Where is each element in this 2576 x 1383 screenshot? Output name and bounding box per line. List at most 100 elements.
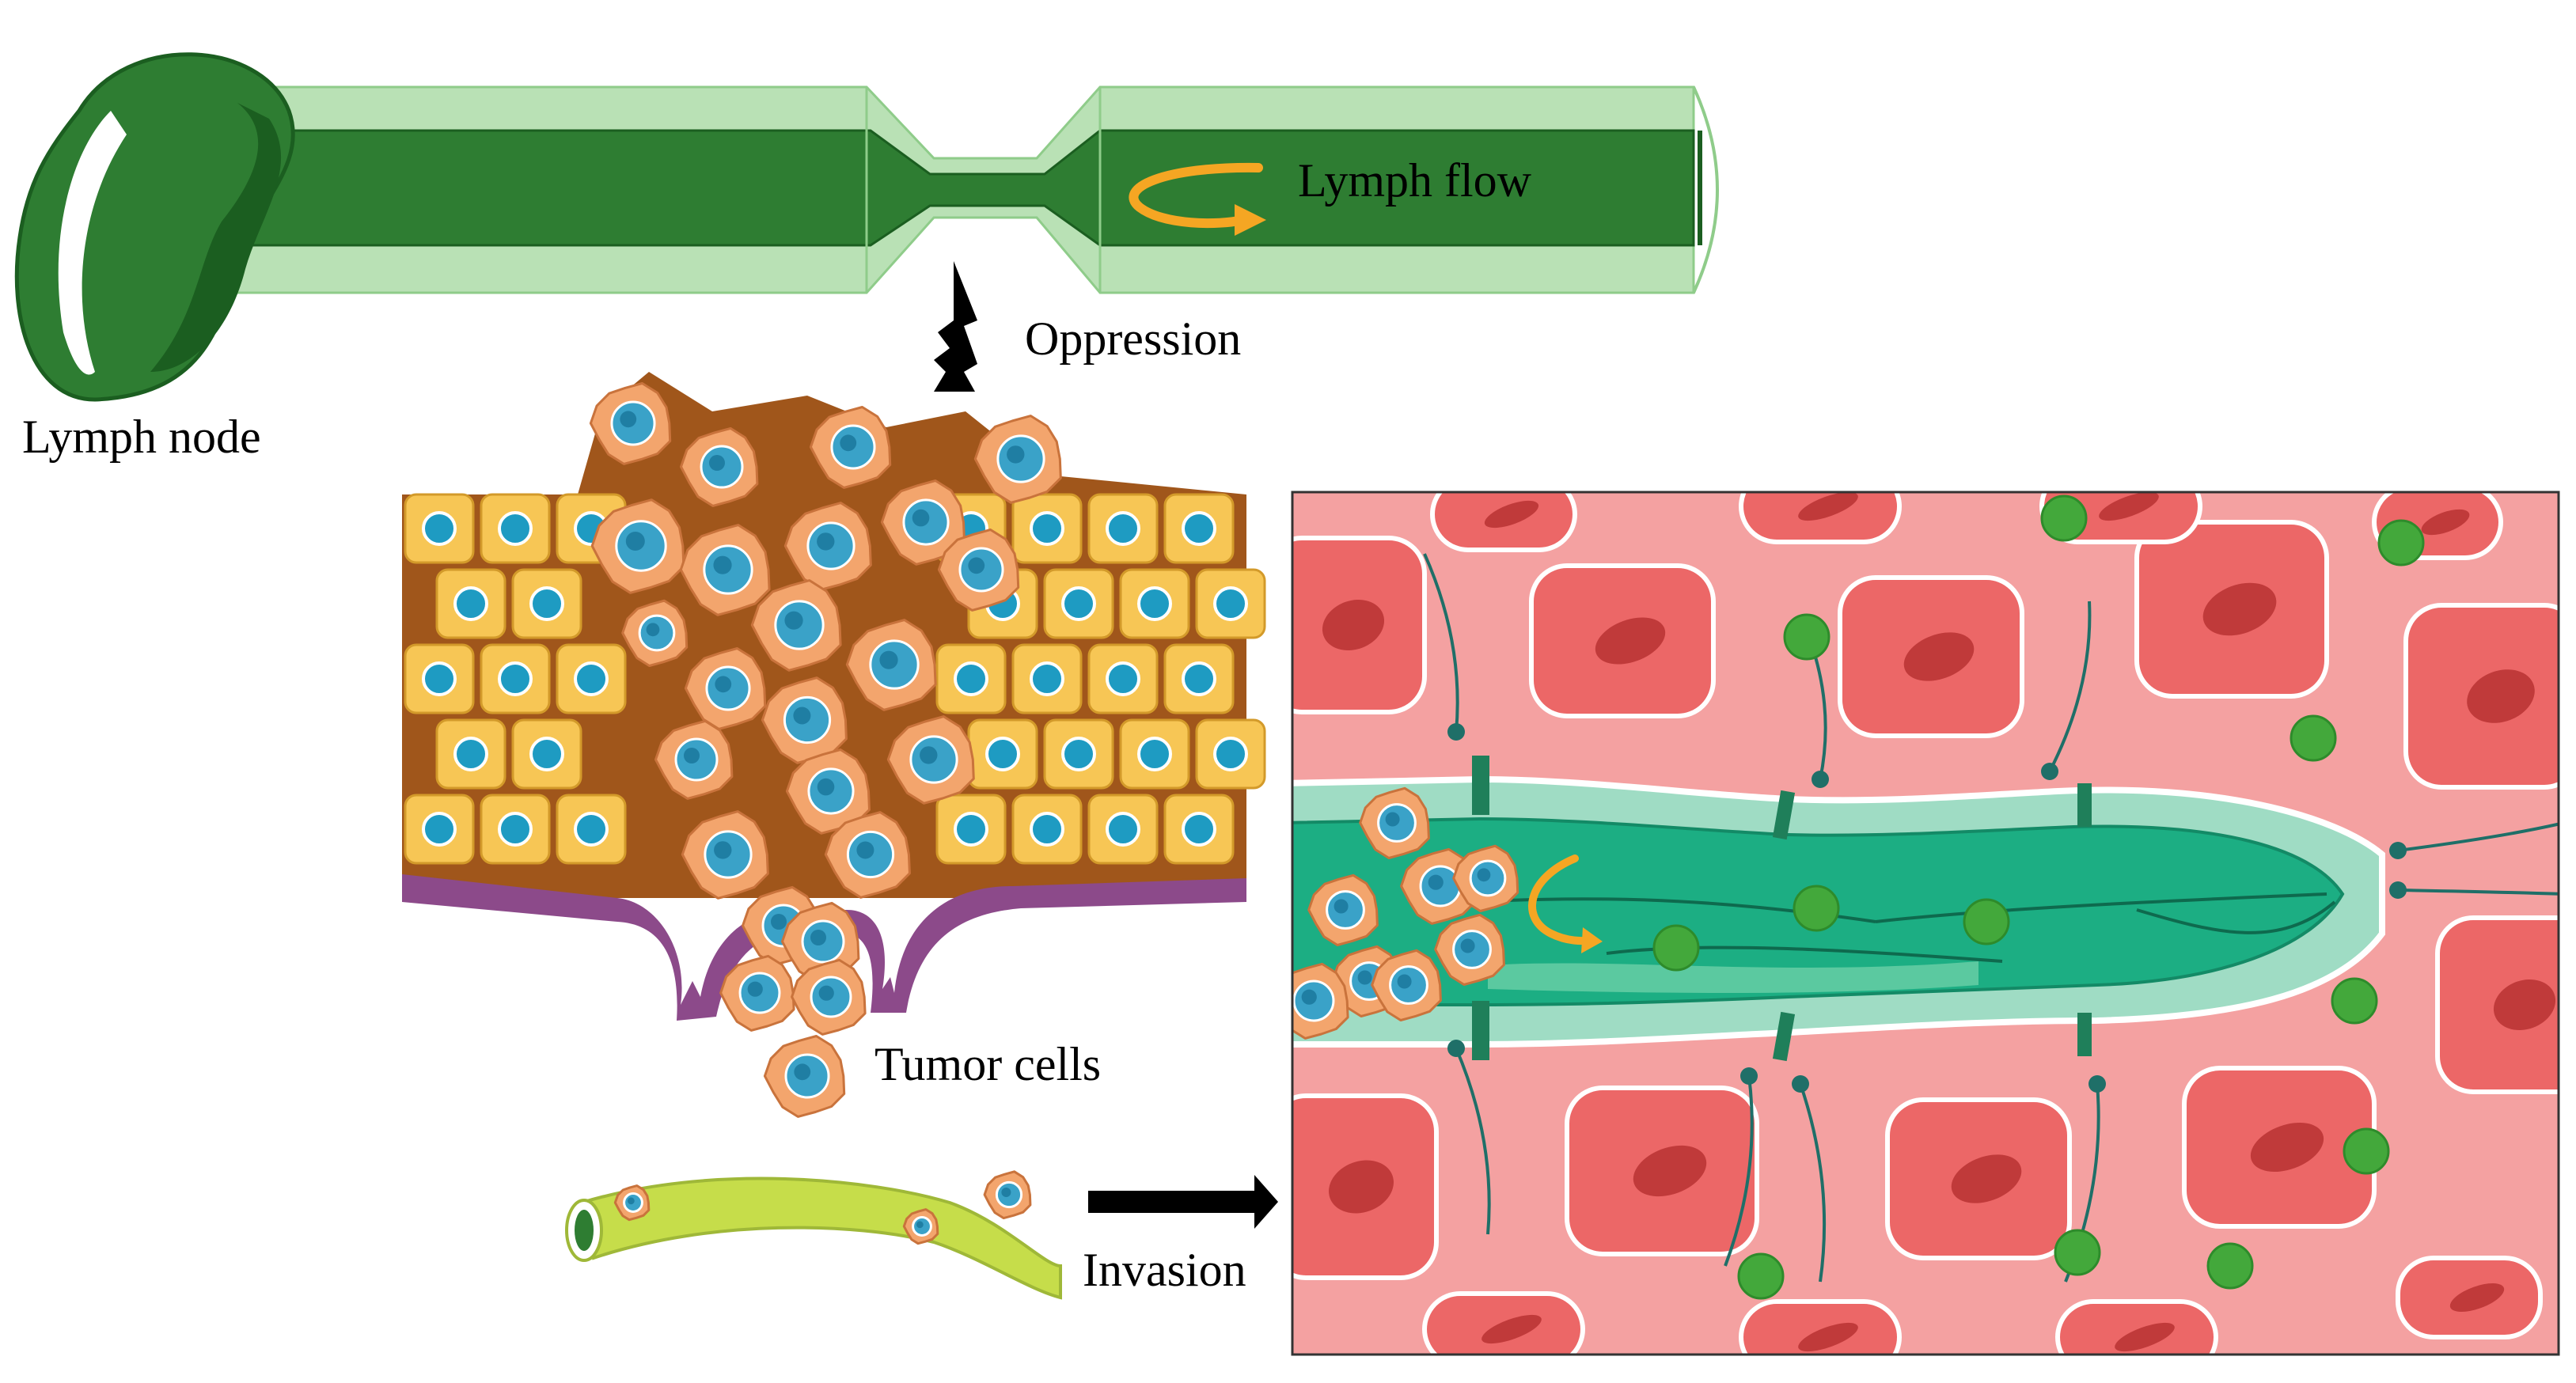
tumor-cell xyxy=(880,479,966,566)
tissue-cell xyxy=(2182,1066,2377,1229)
tissue-cell xyxy=(2403,603,2559,790)
tumor-cell xyxy=(613,1184,651,1222)
tumor-cell xyxy=(937,529,1020,612)
tumor-cell xyxy=(590,498,685,594)
tumor-cell xyxy=(750,579,842,672)
tumor-cell xyxy=(791,958,867,1036)
basement-membrane xyxy=(402,874,1246,1021)
lymphocyte xyxy=(1652,924,1700,972)
lymph-node-icon xyxy=(14,52,295,402)
epithelial-cell xyxy=(1087,493,1159,564)
epithelial-cell xyxy=(511,568,582,639)
tissue-cell xyxy=(2055,1299,2218,1355)
anchoring-filament xyxy=(1423,553,1465,741)
tissue-cell xyxy=(1739,492,1902,544)
lymphocyte xyxy=(2343,1127,2390,1175)
lymphocyte xyxy=(1783,613,1831,661)
invasion-panel xyxy=(1291,491,2560,1356)
epithelial-cell xyxy=(1043,568,1114,639)
epithelial-cell xyxy=(1087,643,1159,714)
tumor-cell xyxy=(719,954,795,1032)
epithelium-block xyxy=(402,372,1266,1118)
epithelial-cell xyxy=(1163,794,1235,865)
tissue-cell xyxy=(1739,1299,1902,1355)
anchoring-filament xyxy=(2041,601,2092,780)
tumor-cell xyxy=(763,1035,846,1118)
inner-flow-arrow-icon xyxy=(1528,854,1603,953)
oppression-label: Oppression xyxy=(1025,313,1241,365)
lymphocyte xyxy=(2054,1229,2101,1276)
epithelial-cell xyxy=(1163,643,1235,714)
tissue-cell xyxy=(1292,1093,1439,1280)
tumor-cell xyxy=(679,524,771,616)
lymphocyte xyxy=(1793,885,1840,932)
epithelial-cell xyxy=(480,493,551,564)
tumor-cell xyxy=(681,810,769,900)
tumor-cell xyxy=(1307,873,1379,946)
epithelial-cell xyxy=(967,718,1038,790)
tumor-cell xyxy=(1292,962,1349,1040)
lymph-node-label: Lymph node xyxy=(22,411,261,463)
tissue-cell xyxy=(1529,563,1716,718)
tumor-cell xyxy=(886,715,975,805)
tumor-cells-label: Tumor cells xyxy=(874,1038,1101,1090)
epithelial-cell xyxy=(935,643,1007,714)
tumor-cell xyxy=(1359,786,1430,859)
tumor-cell xyxy=(684,647,767,730)
anchoring-filament xyxy=(2389,822,2559,859)
tumor-cell xyxy=(621,599,689,667)
epithelial-cell xyxy=(556,643,627,714)
epithelial-cell xyxy=(404,643,475,714)
tumor-cell xyxy=(785,748,871,835)
anchoring-filament xyxy=(1447,1040,1491,1235)
tumor-cell xyxy=(589,382,672,465)
epithelial-cell xyxy=(1011,643,1083,714)
lymphocyte xyxy=(2040,494,2088,542)
tumor-cell xyxy=(783,502,872,591)
vessel-end-cap xyxy=(1692,86,1719,294)
anchoring-filament xyxy=(2389,881,2559,899)
oppression-arrow-icon xyxy=(934,261,977,392)
tumor-cell xyxy=(1371,949,1442,1021)
lymphocyte xyxy=(2206,1242,2254,1290)
lymphocyte xyxy=(2331,977,2378,1025)
tissue-cell xyxy=(1838,575,2024,738)
epithelial-cell xyxy=(1119,718,1190,790)
epithelial-cell xyxy=(404,794,475,865)
tumor-cell xyxy=(809,406,892,489)
tissue-cell xyxy=(1292,536,1427,714)
anchoring-filament xyxy=(1724,1067,1758,1267)
tumor-cell xyxy=(1434,913,1505,986)
tumor-cell xyxy=(902,1208,939,1245)
epithelial-cell xyxy=(435,718,506,790)
tissue-cell xyxy=(2134,520,2329,699)
epithelial-cell xyxy=(480,643,551,714)
tumor-cell xyxy=(983,1170,1032,1220)
lymphocyte xyxy=(2377,519,2425,566)
epithelial-cell xyxy=(1011,794,1083,865)
epithelial-cell xyxy=(556,794,627,865)
tumor-cell xyxy=(1452,844,1519,912)
tissue-cell xyxy=(2435,915,2559,1094)
epithelial-cell xyxy=(435,568,506,639)
tissue-cell xyxy=(1430,492,1577,552)
lymphocyte xyxy=(1963,898,2010,945)
tissue-cell xyxy=(1422,1291,1585,1355)
blood-vessel xyxy=(565,1176,1062,1300)
epithelial-cell xyxy=(1087,794,1159,865)
lymph-vessel-top xyxy=(196,85,1719,294)
epithelial-cell xyxy=(935,794,1007,865)
flow-arrow-icon xyxy=(1129,162,1266,236)
lymphocyte xyxy=(1737,1252,1785,1300)
tumor-cell xyxy=(680,426,759,507)
tumor-cell xyxy=(654,719,734,800)
lymphocyte xyxy=(2290,714,2337,762)
epithelial-cell xyxy=(404,493,475,564)
epithelial-cell xyxy=(1195,718,1266,790)
anchoring-filament xyxy=(1792,1075,1827,1283)
tissue-cell xyxy=(2396,1256,2543,1339)
invasion-label: Invasion xyxy=(1083,1244,1246,1296)
tumor-cell xyxy=(973,415,1062,504)
